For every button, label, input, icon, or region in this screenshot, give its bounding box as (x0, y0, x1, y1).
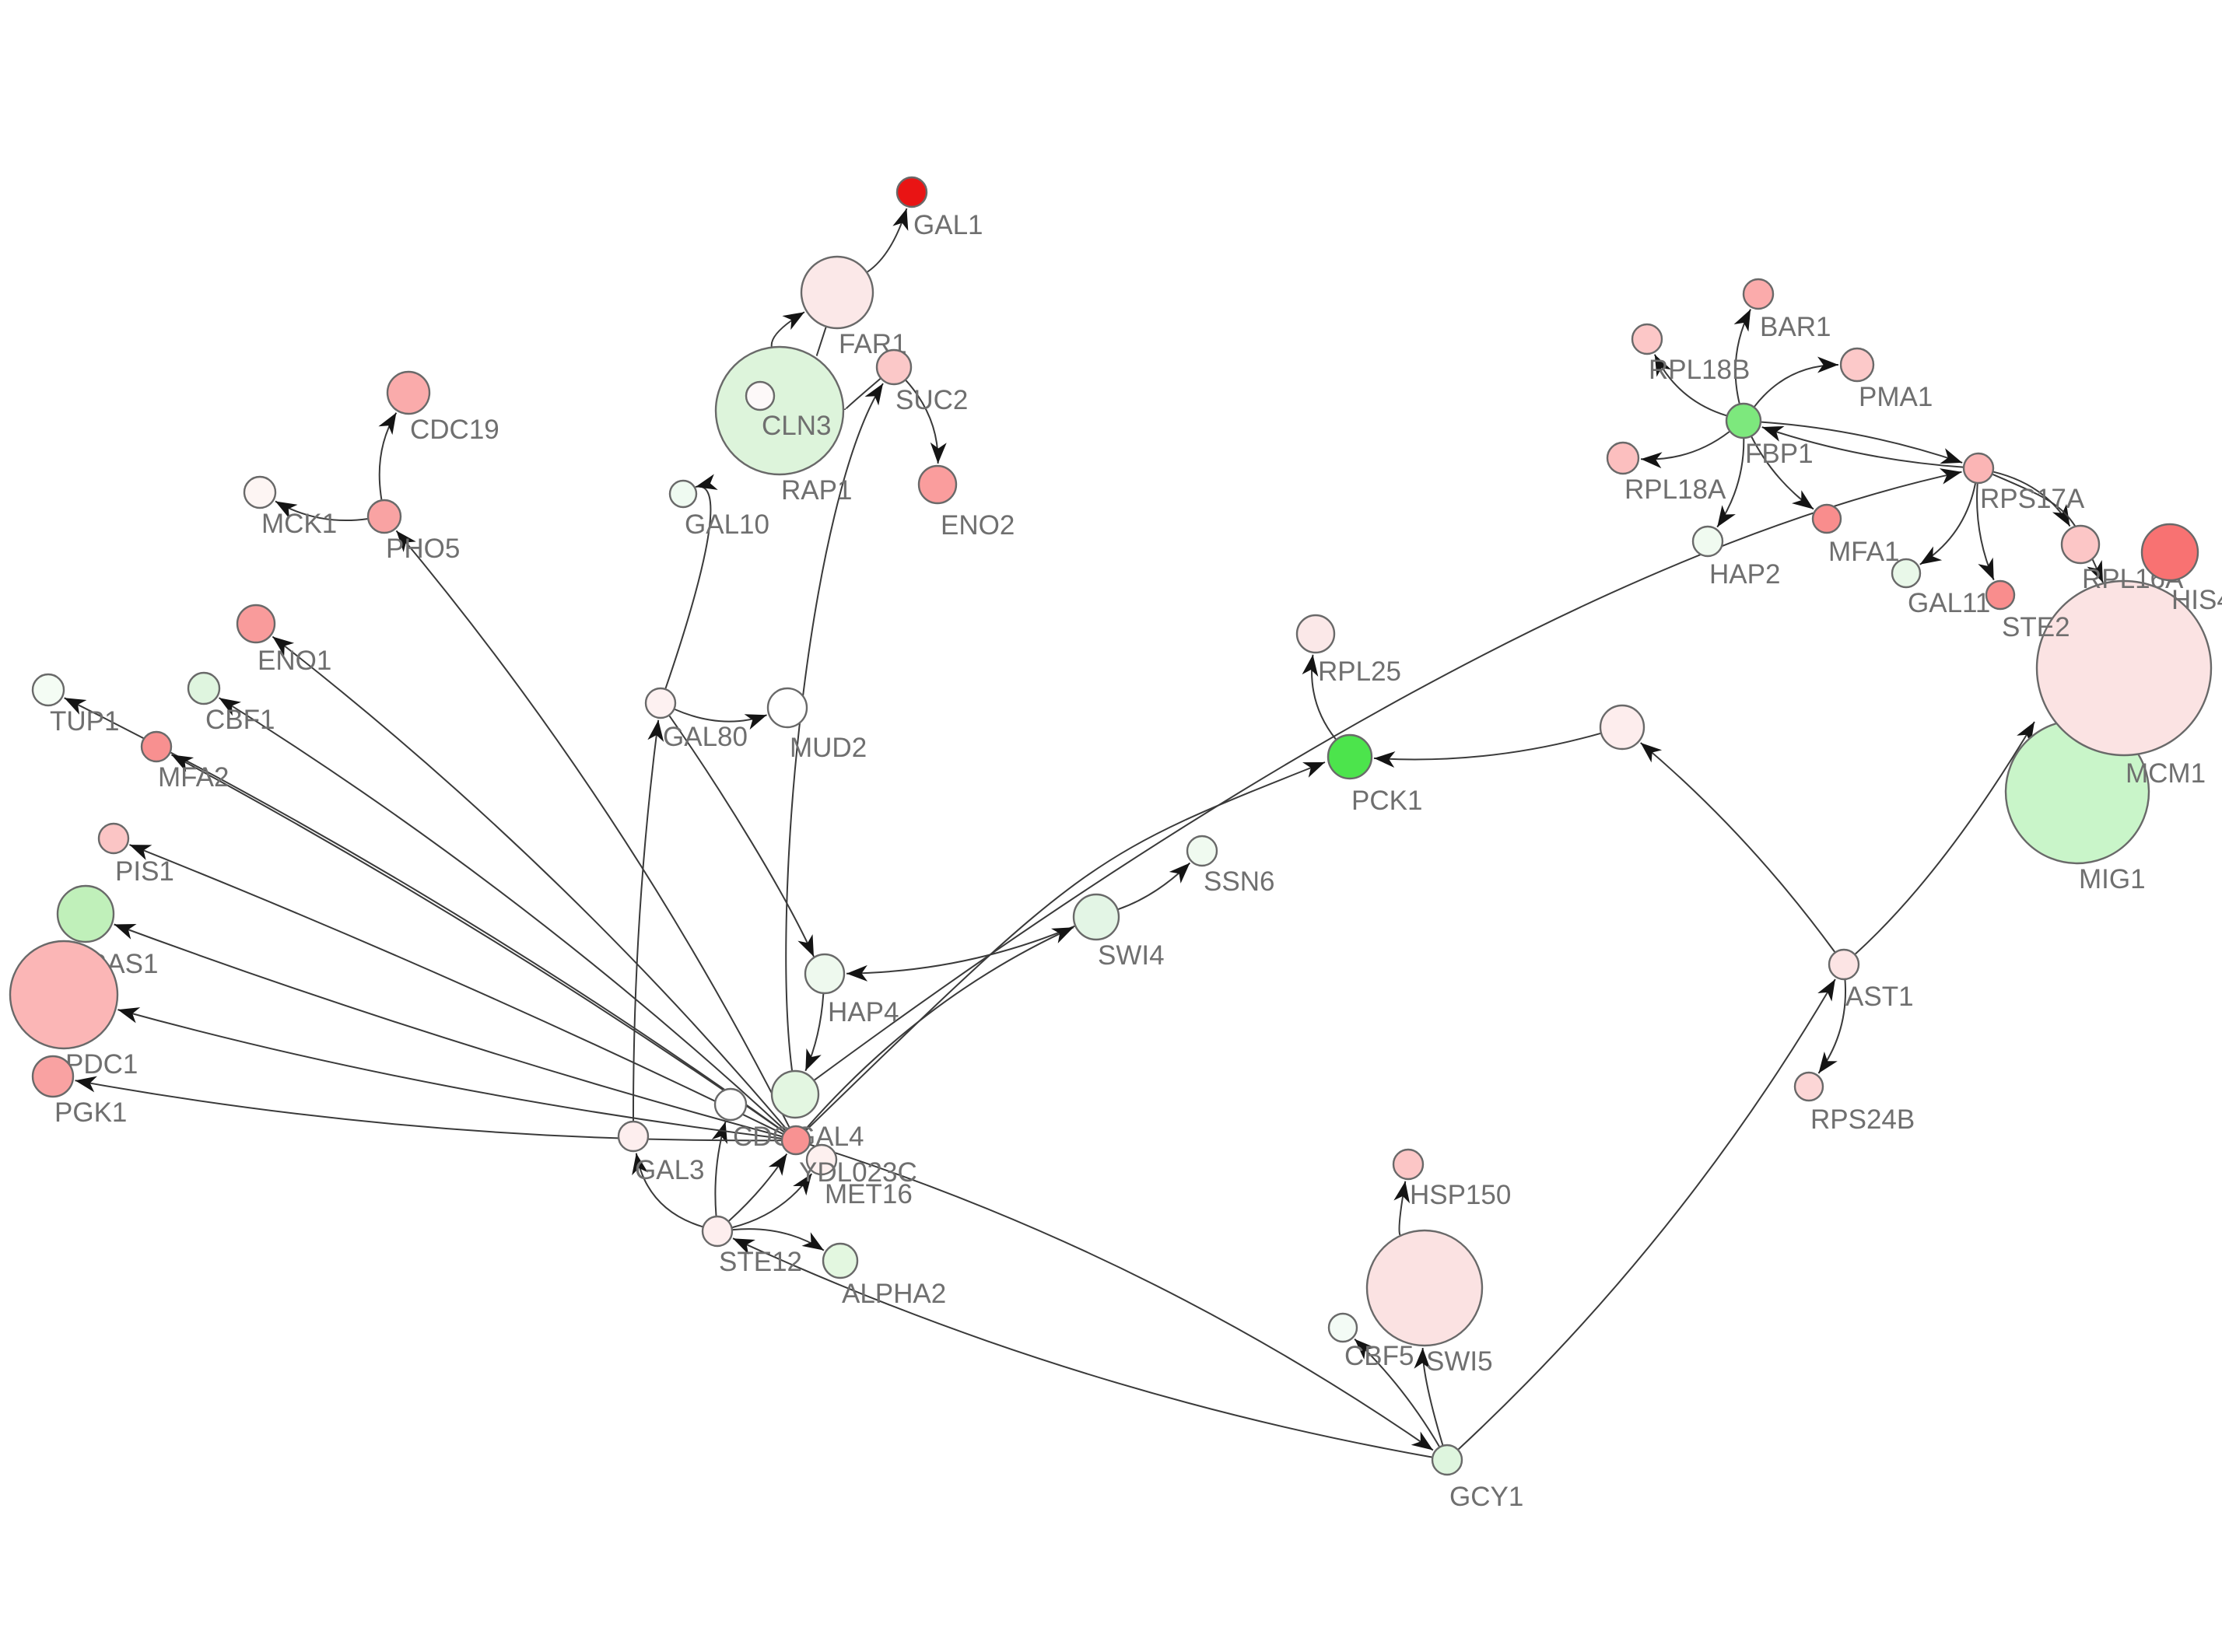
svg-text:SWI4: SWI4 (1098, 940, 1165, 971)
svg-text:MCM1: MCM1 (2126, 758, 2206, 789)
svg-text:RPL18A: RPL18A (1624, 474, 1726, 505)
svg-text:GCY1: GCY1 (1449, 1482, 1523, 1512)
svg-text:CLN3: CLN3 (762, 411, 831, 441)
svg-text:MIG1: MIG1 (2079, 864, 2146, 894)
svg-text:RPL18B: RPL18B (1649, 355, 1750, 385)
svg-text:RPS17A: RPS17A (1980, 484, 2085, 514)
svg-text:RPL25: RPL25 (1318, 656, 1401, 687)
svg-text:HSP150: HSP150 (1410, 1180, 1511, 1210)
svg-text:MFA2: MFA2 (158, 762, 229, 793)
svg-text:RPS24B: RPS24B (1810, 1104, 1915, 1135)
svg-text:AST1: AST1 (1845, 982, 1914, 1012)
svg-text:SSN6: SSN6 (1204, 866, 1274, 897)
svg-text:STE2: STE2 (2002, 612, 2070, 642)
svg-text:RAP1: RAP1 (781, 475, 852, 506)
svg-text:GAL3: GAL3 (635, 1155, 705, 1185)
svg-text:PIS1: PIS1 (115, 856, 174, 887)
svg-text:MCK1: MCK1 (261, 509, 337, 539)
svg-text:HAP2: HAP2 (1709, 559, 1780, 590)
svg-text:CBF5: CBF5 (1344, 1341, 1414, 1371)
svg-text:ALPHA2: ALPHA2 (842, 1279, 946, 1309)
svg-text:PGK1: PGK1 (54, 1097, 127, 1128)
svg-text:GAL1: GAL1 (913, 210, 983, 240)
svg-text:YDL023C: YDL023C (799, 1157, 917, 1188)
svg-text:ENO2: ENO2 (941, 510, 1015, 541)
svg-text:SWI5: SWI5 (1426, 1346, 1493, 1377)
svg-text:STE12: STE12 (719, 1247, 802, 1277)
svg-text:HAP4: HAP4 (828, 997, 899, 1027)
svg-text:FBP1: FBP1 (1745, 439, 1814, 469)
svg-text:CBF1: CBF1 (205, 705, 275, 735)
svg-text:TUP1: TUP1 (50, 706, 119, 737)
svg-text:PMA1: PMA1 (1859, 382, 1933, 412)
svg-text:MET16: MET16 (825, 1179, 913, 1209)
svg-text:GAL10: GAL10 (685, 509, 769, 540)
svg-text:MUD2: MUD2 (790, 733, 867, 763)
svg-text:PHO5: PHO5 (386, 534, 460, 564)
svg-text:PDC1: PDC1 (65, 1049, 138, 1080)
svg-text:ENO1: ENO1 (258, 646, 331, 676)
svg-text:GAL80: GAL80 (663, 722, 748, 752)
svg-text:PCK1: PCK1 (1351, 786, 1422, 816)
svg-text:GAL11: GAL11 (1908, 588, 1990, 618)
svg-text:SUC2: SUC2 (895, 385, 968, 415)
svg-text:CDC19: CDC19 (410, 415, 499, 445)
svg-text:HIS4: HIS4 (2171, 585, 2222, 615)
svg-text:MFA1: MFA1 (1828, 537, 1899, 567)
svg-text:BAR1: BAR1 (1760, 312, 1831, 342)
